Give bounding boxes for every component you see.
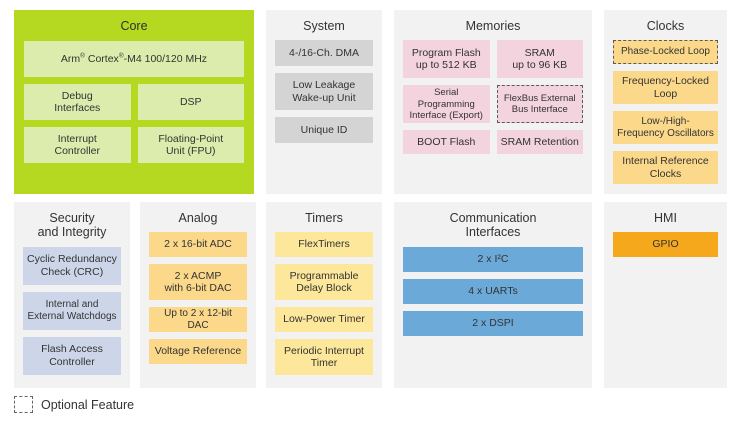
block-low-high-frequency-oscillators: Low-/High- Frequency Oscillators — [613, 111, 718, 145]
block-sram-retention: SRAM Retention — [496, 130, 583, 155]
panel-title-system: System — [303, 19, 345, 33]
block-adc: 2 x 16-bit ADC — [149, 232, 247, 258]
block-watchdogs: Internal and External Watchdogs — [23, 291, 121, 330]
block-dspi: 2 x DSPI — [403, 310, 583, 336]
panel-memories: Memories Program Flash up to 512 KB SRAM… — [394, 10, 592, 194]
block-i2c: 2 x I²C — [403, 246, 583, 272]
panel-title-analog: Analog — [178, 211, 218, 225]
block-fpu: Floating-Point Unit (FPU) — [137, 127, 244, 164]
panel-hmi: HMI GPIO — [604, 202, 727, 388]
optional-feature-swatch-icon — [14, 396, 33, 413]
panel-security-and-integrity: Security and Integrity Cyclic Redundancy… — [14, 202, 130, 388]
panel-analog: Analog 2 x 16-bit ADC 2 x ACMP with 6-bi… — [140, 202, 256, 388]
block-frequency-locked-loop: Frequency-Locked Loop — [613, 71, 718, 105]
block-periodic-interrupt-timer: Periodic Interrupt Timer — [275, 339, 373, 376]
block-acmp-dac: 2 x ACMP with 6-bit DAC — [149, 264, 247, 301]
block-unique-id: Unique ID — [275, 117, 373, 144]
panel-title-memories: Memories — [465, 19, 521, 33]
block-flexbus-external-bus-interface: FlexBus External Bus Interface — [496, 85, 583, 124]
panel-title-core: Core — [120, 19, 148, 33]
block-12-bit-dac: Up to 2 x 12-bit DAC — [149, 307, 247, 333]
panel-title-clocks: Clocks — [646, 19, 685, 33]
legend-label: Optional Feature — [41, 397, 135, 412]
block-uarts: 4 x UARTs — [403, 278, 583, 304]
block-dma: 4-/16-Ch. DMA — [275, 40, 373, 67]
panel-title-communication-interfaces: Communication Interfaces — [449, 211, 537, 240]
block-flextimers: FlexTimers — [275, 232, 373, 258]
panel-system: System 4-/16-Ch. DMA Low Leakage Wake-up… — [266, 10, 382, 194]
block-boot-flash: BOOT Flash — [403, 130, 490, 155]
diagram-row-top: Core Arm® Cortex®-M4 100/120 MHz Debug I… — [0, 10, 741, 194]
block-program-flash: Program Flash up to 512 KB — [403, 40, 490, 79]
panel-communication-interfaces: Communication Interfaces 2 x I²C 4 x UAR… — [394, 202, 592, 388]
block-flash-access-controller: Flash Access Controller — [23, 336, 121, 375]
panel-timers: Timers FlexTimers Programmable Delay Blo… — [266, 202, 382, 388]
block-crc: Cyclic Redundancy Check (CRC) — [23, 246, 121, 285]
block-phase-locked-loop: Phase-Locked Loop — [613, 40, 718, 65]
panel-title-timers: Timers — [305, 211, 343, 225]
block-label: Arm® Cortex®-M4 100/120 MHz — [60, 52, 208, 65]
block-low-leakage-wakeup-unit: Low Leakage Wake-up Unit — [275, 73, 373, 111]
block-dsp: DSP — [137, 84, 244, 121]
panel-clocks: Clocks Phase-Locked Loop Frequency-Locke… — [604, 10, 727, 194]
block-serial-programming-interface: Serial Programming Interface (Export) — [403, 85, 490, 124]
block-debug-interfaces: Debug Interfaces — [24, 84, 131, 121]
block-programmable-delay-block: Programmable Delay Block — [275, 264, 373, 301]
block-sram: SRAM up to 96 KB — [496, 40, 583, 79]
diagram-row-bottom: Security and Integrity Cyclic Redundancy… — [0, 202, 741, 388]
block-core-cpu: Arm® Cortex®-M4 100/120 MHz — [24, 41, 244, 78]
block-interrupt-controller: Interrupt Controller — [24, 127, 131, 164]
block-low-power-timer: Low-Power Timer — [275, 307, 373, 333]
legend: Optional Feature — [14, 396, 134, 413]
block-internal-reference-clocks: Internal Reference Clocks — [613, 151, 718, 185]
panel-title-hmi: HMI — [654, 211, 677, 225]
block-voltage-reference: Voltage Reference — [149, 339, 247, 365]
panel-title-security-and-integrity: Security and Integrity — [37, 211, 107, 240]
panel-core: Core Arm® Cortex®-M4 100/120 MHz Debug I… — [14, 10, 254, 194]
block-gpio: GPIO — [613, 232, 718, 258]
